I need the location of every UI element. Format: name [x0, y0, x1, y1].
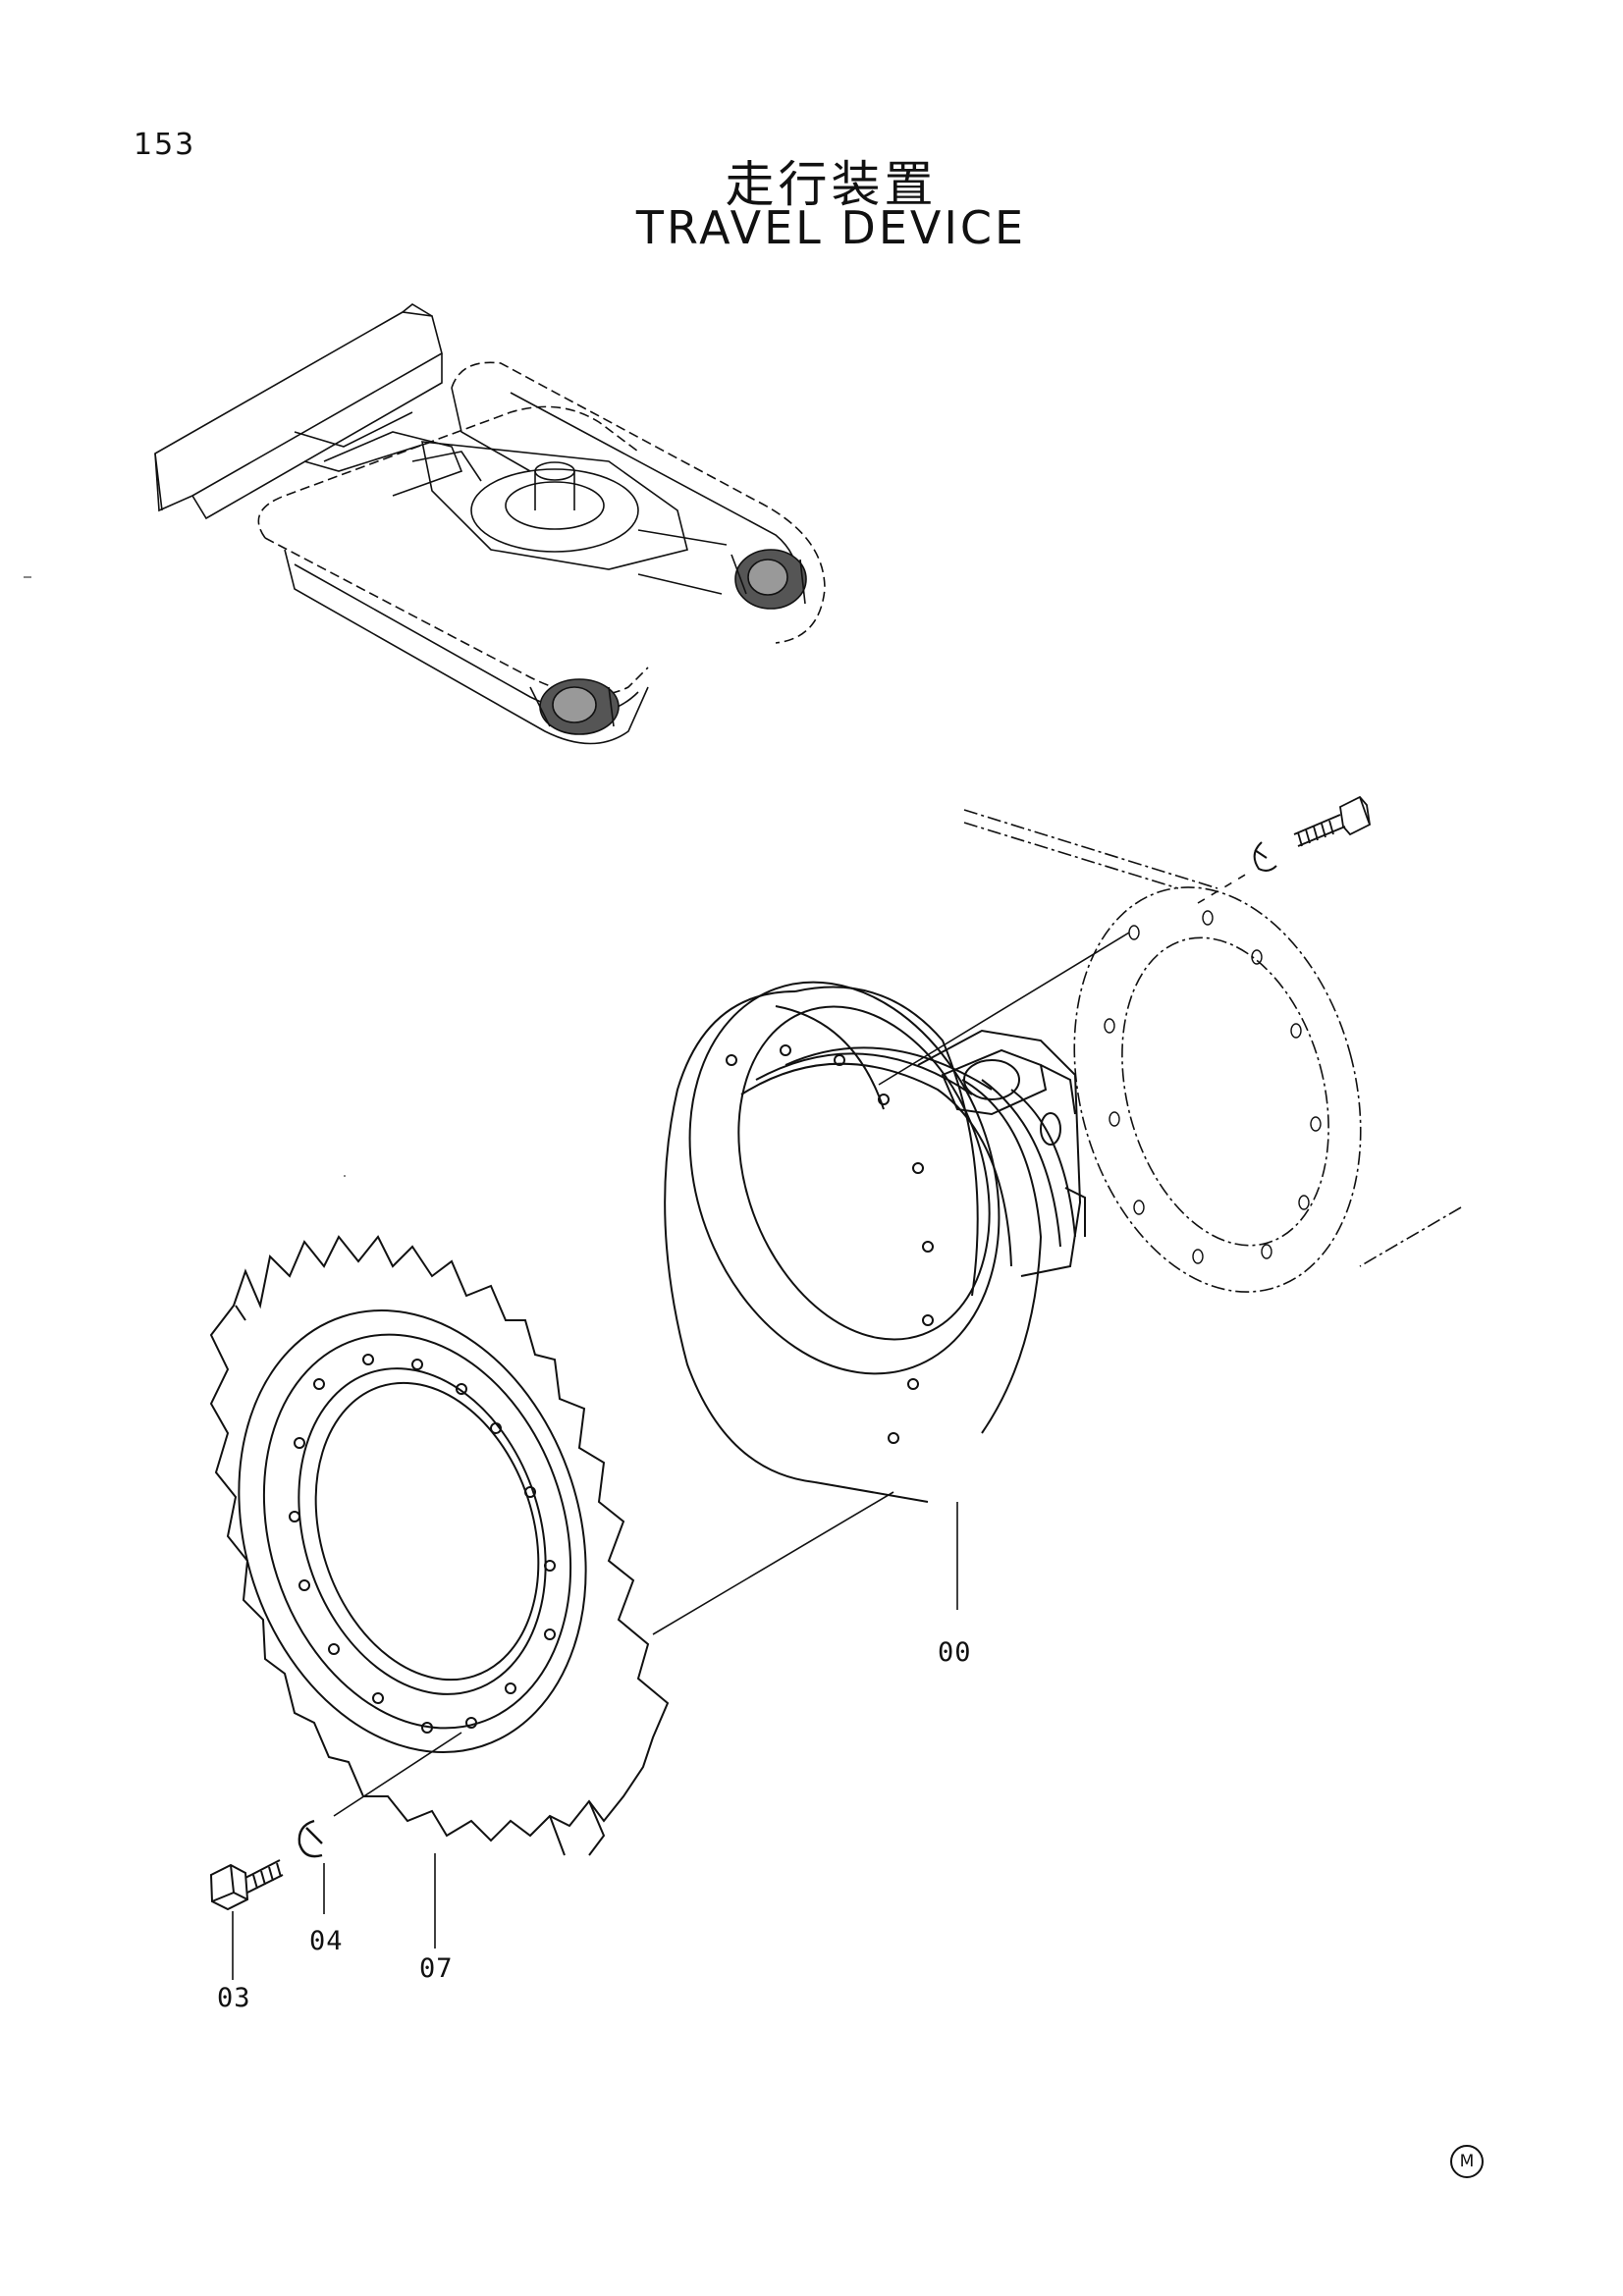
callout-00: 00 [938, 1637, 972, 1668]
sprocket [209, 1235, 670, 1856]
title-japanese: 走行装置 [725, 156, 938, 213]
page-number: 153 [134, 128, 196, 162]
travel-motor-assembly [664, 981, 1086, 1503]
travel-motor-left [529, 678, 620, 735]
undercarriage-inset [24, 303, 826, 745]
circled-m-mark: M [1450, 2145, 1484, 2178]
flange-bolt-holes [1104, 910, 1322, 1264]
title-english: TRAVEL DEVICE [635, 201, 1027, 254]
travel-motor-right [730, 549, 807, 610]
alignment-lines [232, 873, 1248, 1980]
frame-bolt [1293, 795, 1371, 847]
frame-washer [1253, 841, 1277, 872]
callout-07: 07 [419, 1953, 454, 1984]
washer-04 [298, 1819, 323, 1858]
callout-04: 04 [309, 1926, 344, 1956]
bolt-03 [209, 1859, 284, 1911]
callout-03: 03 [217, 1983, 251, 2013]
track-frame-outline [963, 809, 1462, 1267]
mounting-flange [1073, 886, 1362, 1293]
